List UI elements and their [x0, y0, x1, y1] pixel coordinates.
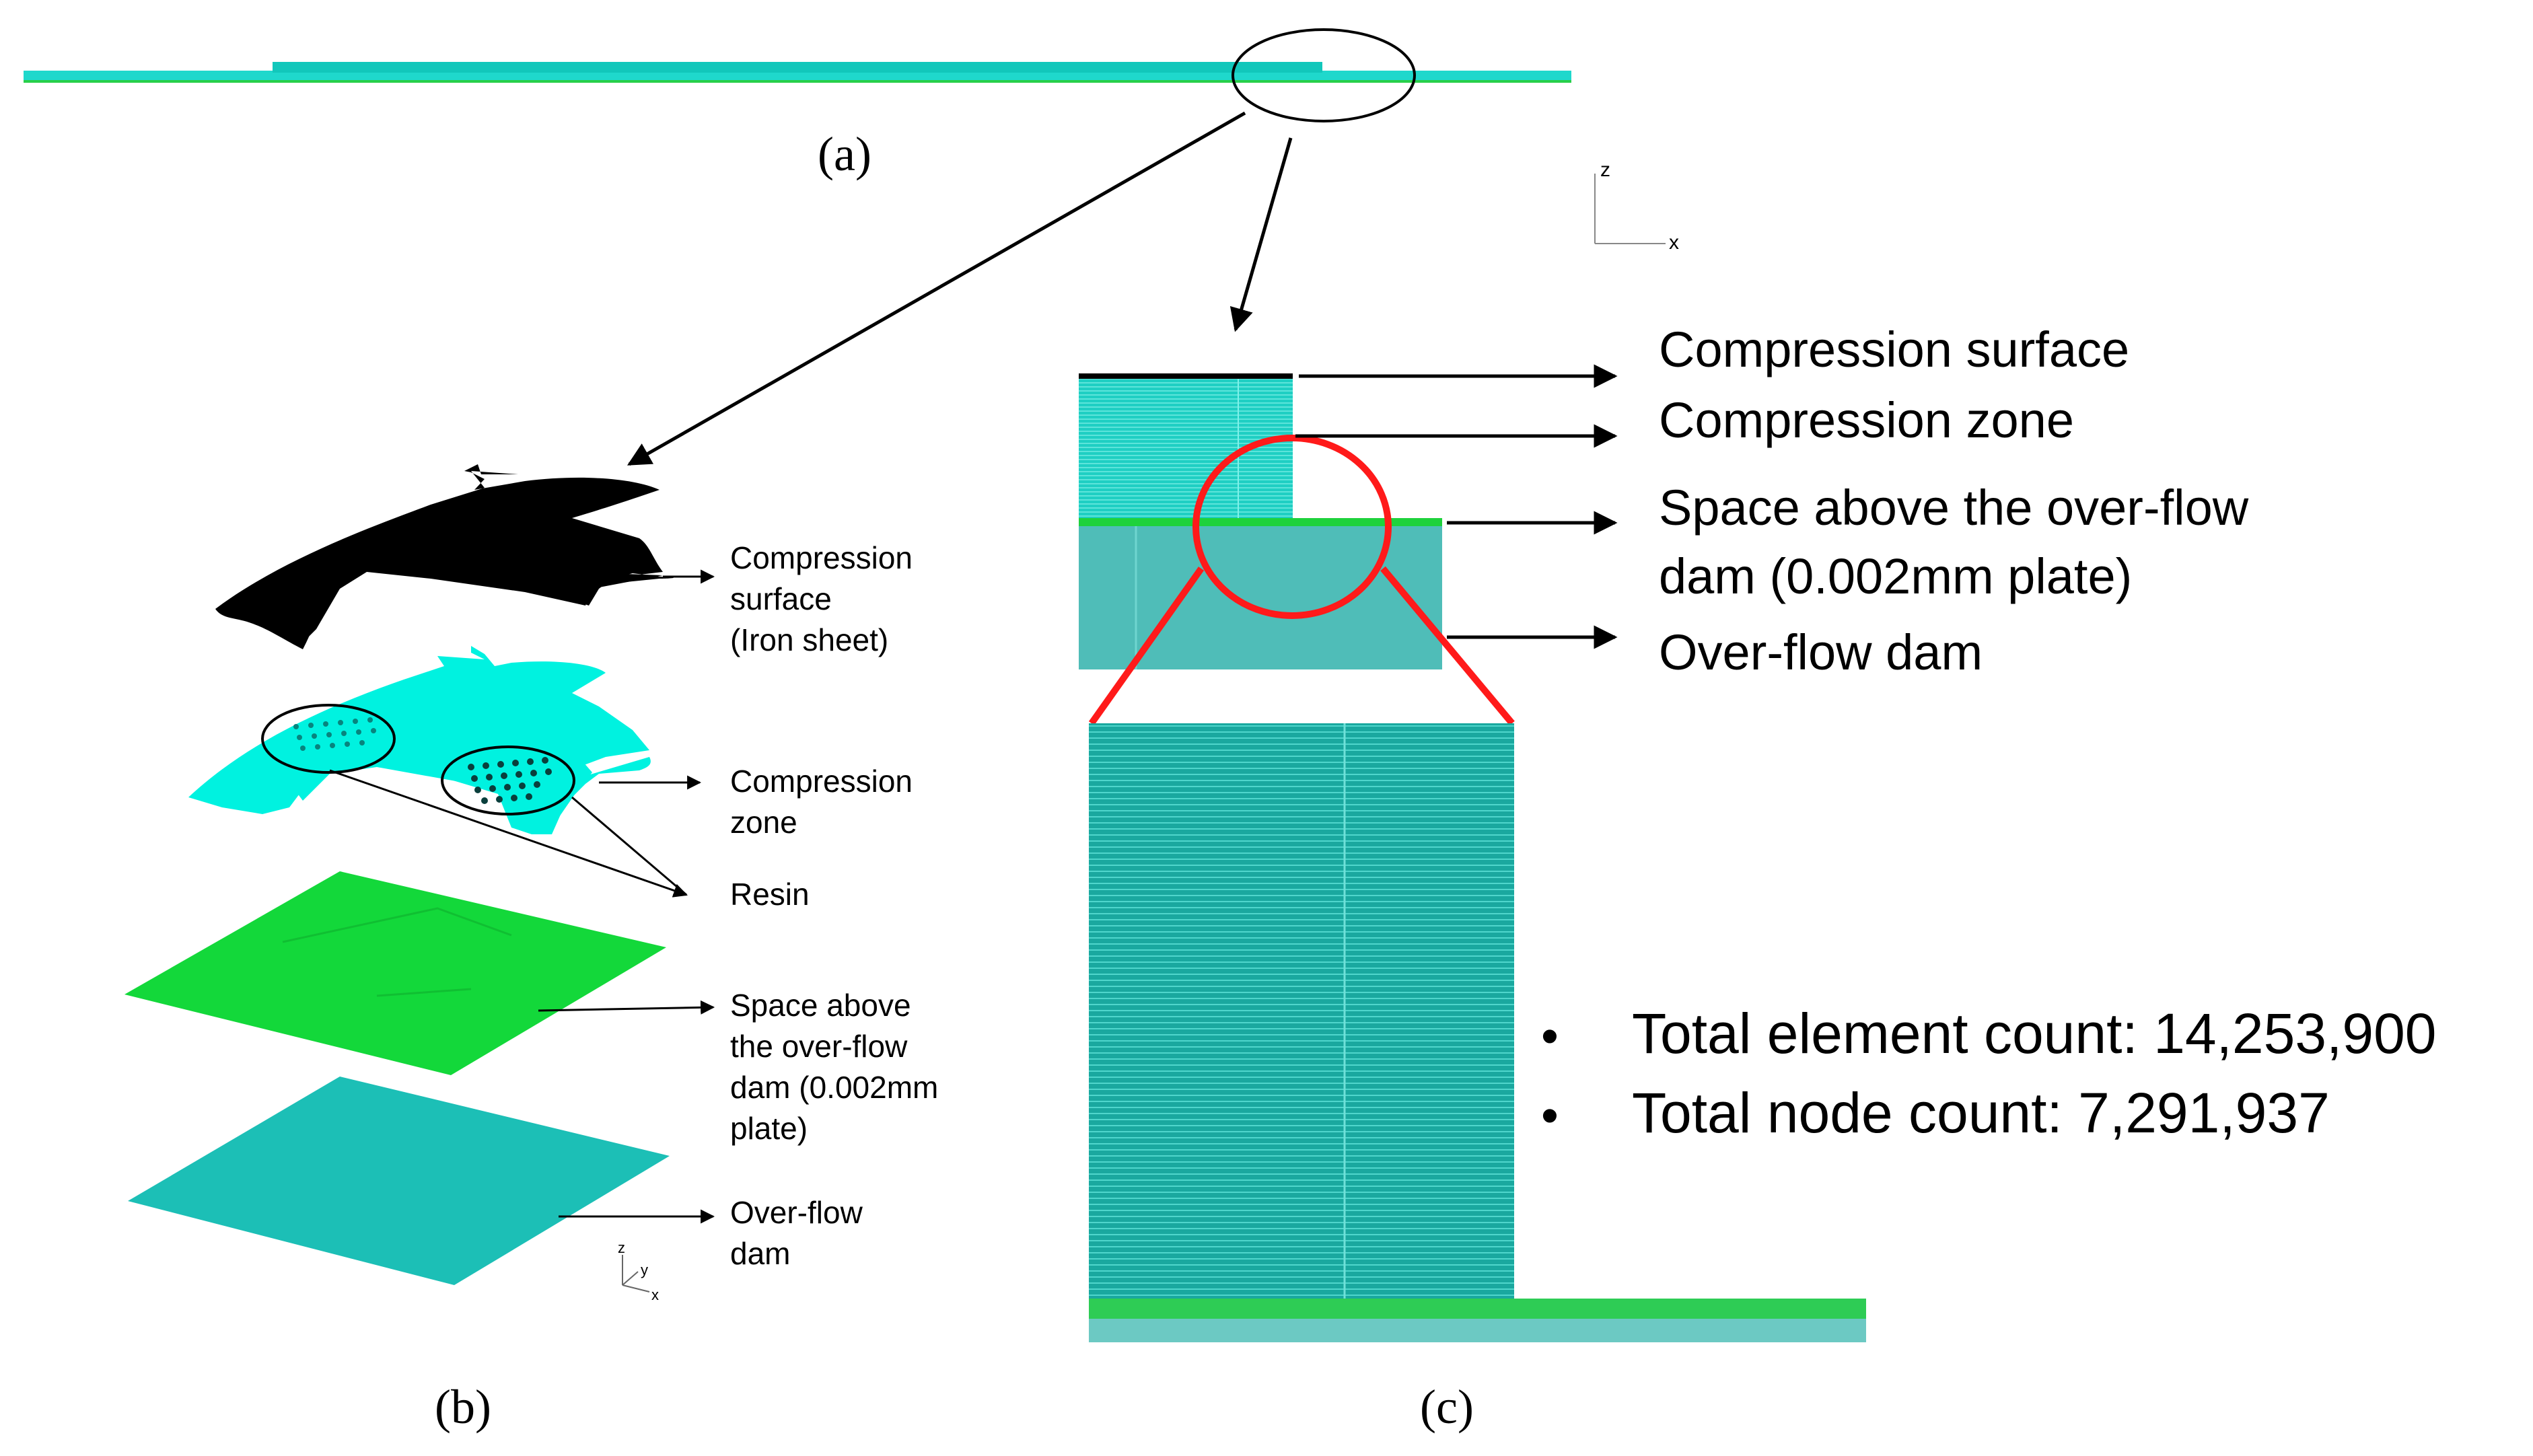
c-axis-z: z — [1600, 159, 1610, 181]
b-compression-zone-1: Compression — [730, 764, 913, 799]
b-axis-y: y — [641, 1262, 648, 1278]
b-space-above-1: Space above — [730, 988, 911, 1023]
c-compression-zone: Compression zone — [1659, 392, 2074, 448]
overflow-dam-shape — [128, 1077, 670, 1285]
b-overflow-dam-2: dam — [730, 1236, 790, 1271]
b-compression-surface-2: surface — [730, 581, 832, 616]
bullet-node-count: • — [1541, 1087, 1559, 1143]
arrow-space-above — [538, 1000, 715, 1015]
panel-c: z x Compression surface Compression zone… — [1079, 159, 2437, 1434]
b-resin: Resin — [730, 877, 810, 912]
panel-b: Compression surface (Iron sheet) Compres… — [124, 464, 938, 1434]
b-axis-x: x — [651, 1286, 659, 1303]
c-axis-x: x — [1669, 231, 1679, 254]
resin-circle-left — [261, 704, 396, 774]
panel-b-label: (b) — [435, 1380, 491, 1434]
resin-pointer-1 — [329, 769, 688, 898]
red-zoom-circle — [1192, 435, 1392, 619]
resin-dots-right — [468, 757, 552, 804]
compression-zone-bar — [283, 733, 592, 834]
resin-dots-left — [293, 717, 376, 751]
b-overflow-dam-1: Over-flow — [730, 1195, 863, 1230]
b-axis-z: z — [618, 1239, 625, 1256]
mesh-overflow-dam — [1089, 1319, 1866, 1342]
b-space-above-2: the over-flow — [730, 1029, 908, 1064]
compression-surface-top-line — [1079, 373, 1293, 379]
mesh-green-plate — [1089, 1299, 1866, 1319]
b-compression-surface-3: (Iron sheet) — [730, 622, 888, 657]
bullet-element-count: • — [1541, 1008, 1559, 1064]
arrow-to-panel-c — [1229, 137, 1293, 332]
arrow-to-panel-b — [627, 111, 1246, 466]
b-compression-surface-1: Compression — [730, 540, 913, 575]
b-compression-zone-2: zone — [730, 805, 797, 840]
total-node-count: Total node count: 7,291,937 — [1632, 1081, 2330, 1144]
resin-circle-right — [441, 745, 575, 815]
b-space-above-4: plate) — [730, 1111, 808, 1146]
total-element-count: Total element count: 14,253,900 — [1632, 1002, 2437, 1065]
iron-sheet-shape — [215, 464, 674, 649]
overflow-dam-strip — [24, 71, 1571, 81]
compression-zone-strip — [273, 62, 1322, 73]
panel-a: (a) — [24, 28, 1571, 466]
c-compression-surface: Compression surface — [1659, 322, 2129, 377]
c-overflow-dam: Over-flow dam — [1659, 624, 1983, 680]
resin-pointer-2 — [571, 796, 687, 896]
red-projection-left — [1088, 567, 1205, 725]
b-space-above-3: dam (0.002mm — [730, 1070, 938, 1105]
iron-sheet-crossbar — [296, 552, 663, 643]
panel-b-axis-triad — [622, 1255, 650, 1293]
panel-c-label: (c) — [1420, 1380, 1474, 1434]
compression-zone-block — [1079, 375, 1293, 522]
zoom-circle — [1232, 28, 1416, 122]
mesh-zoom-block — [1089, 723, 1514, 1299]
c-space-above-1: Space above the over-flow — [1659, 480, 2249, 536]
red-projection-right — [1380, 566, 1515, 726]
green-plate-thin — [1079, 518, 1442, 526]
green-plate-faint-detail — [282, 907, 512, 997]
c-space-above-2: dam (0.002mm plate) — [1659, 548, 2132, 604]
green-plate-shape — [124, 871, 666, 1075]
panel-c-axis-triad — [1594, 174, 1666, 244]
panel-a-label: (a) — [818, 127, 871, 181]
